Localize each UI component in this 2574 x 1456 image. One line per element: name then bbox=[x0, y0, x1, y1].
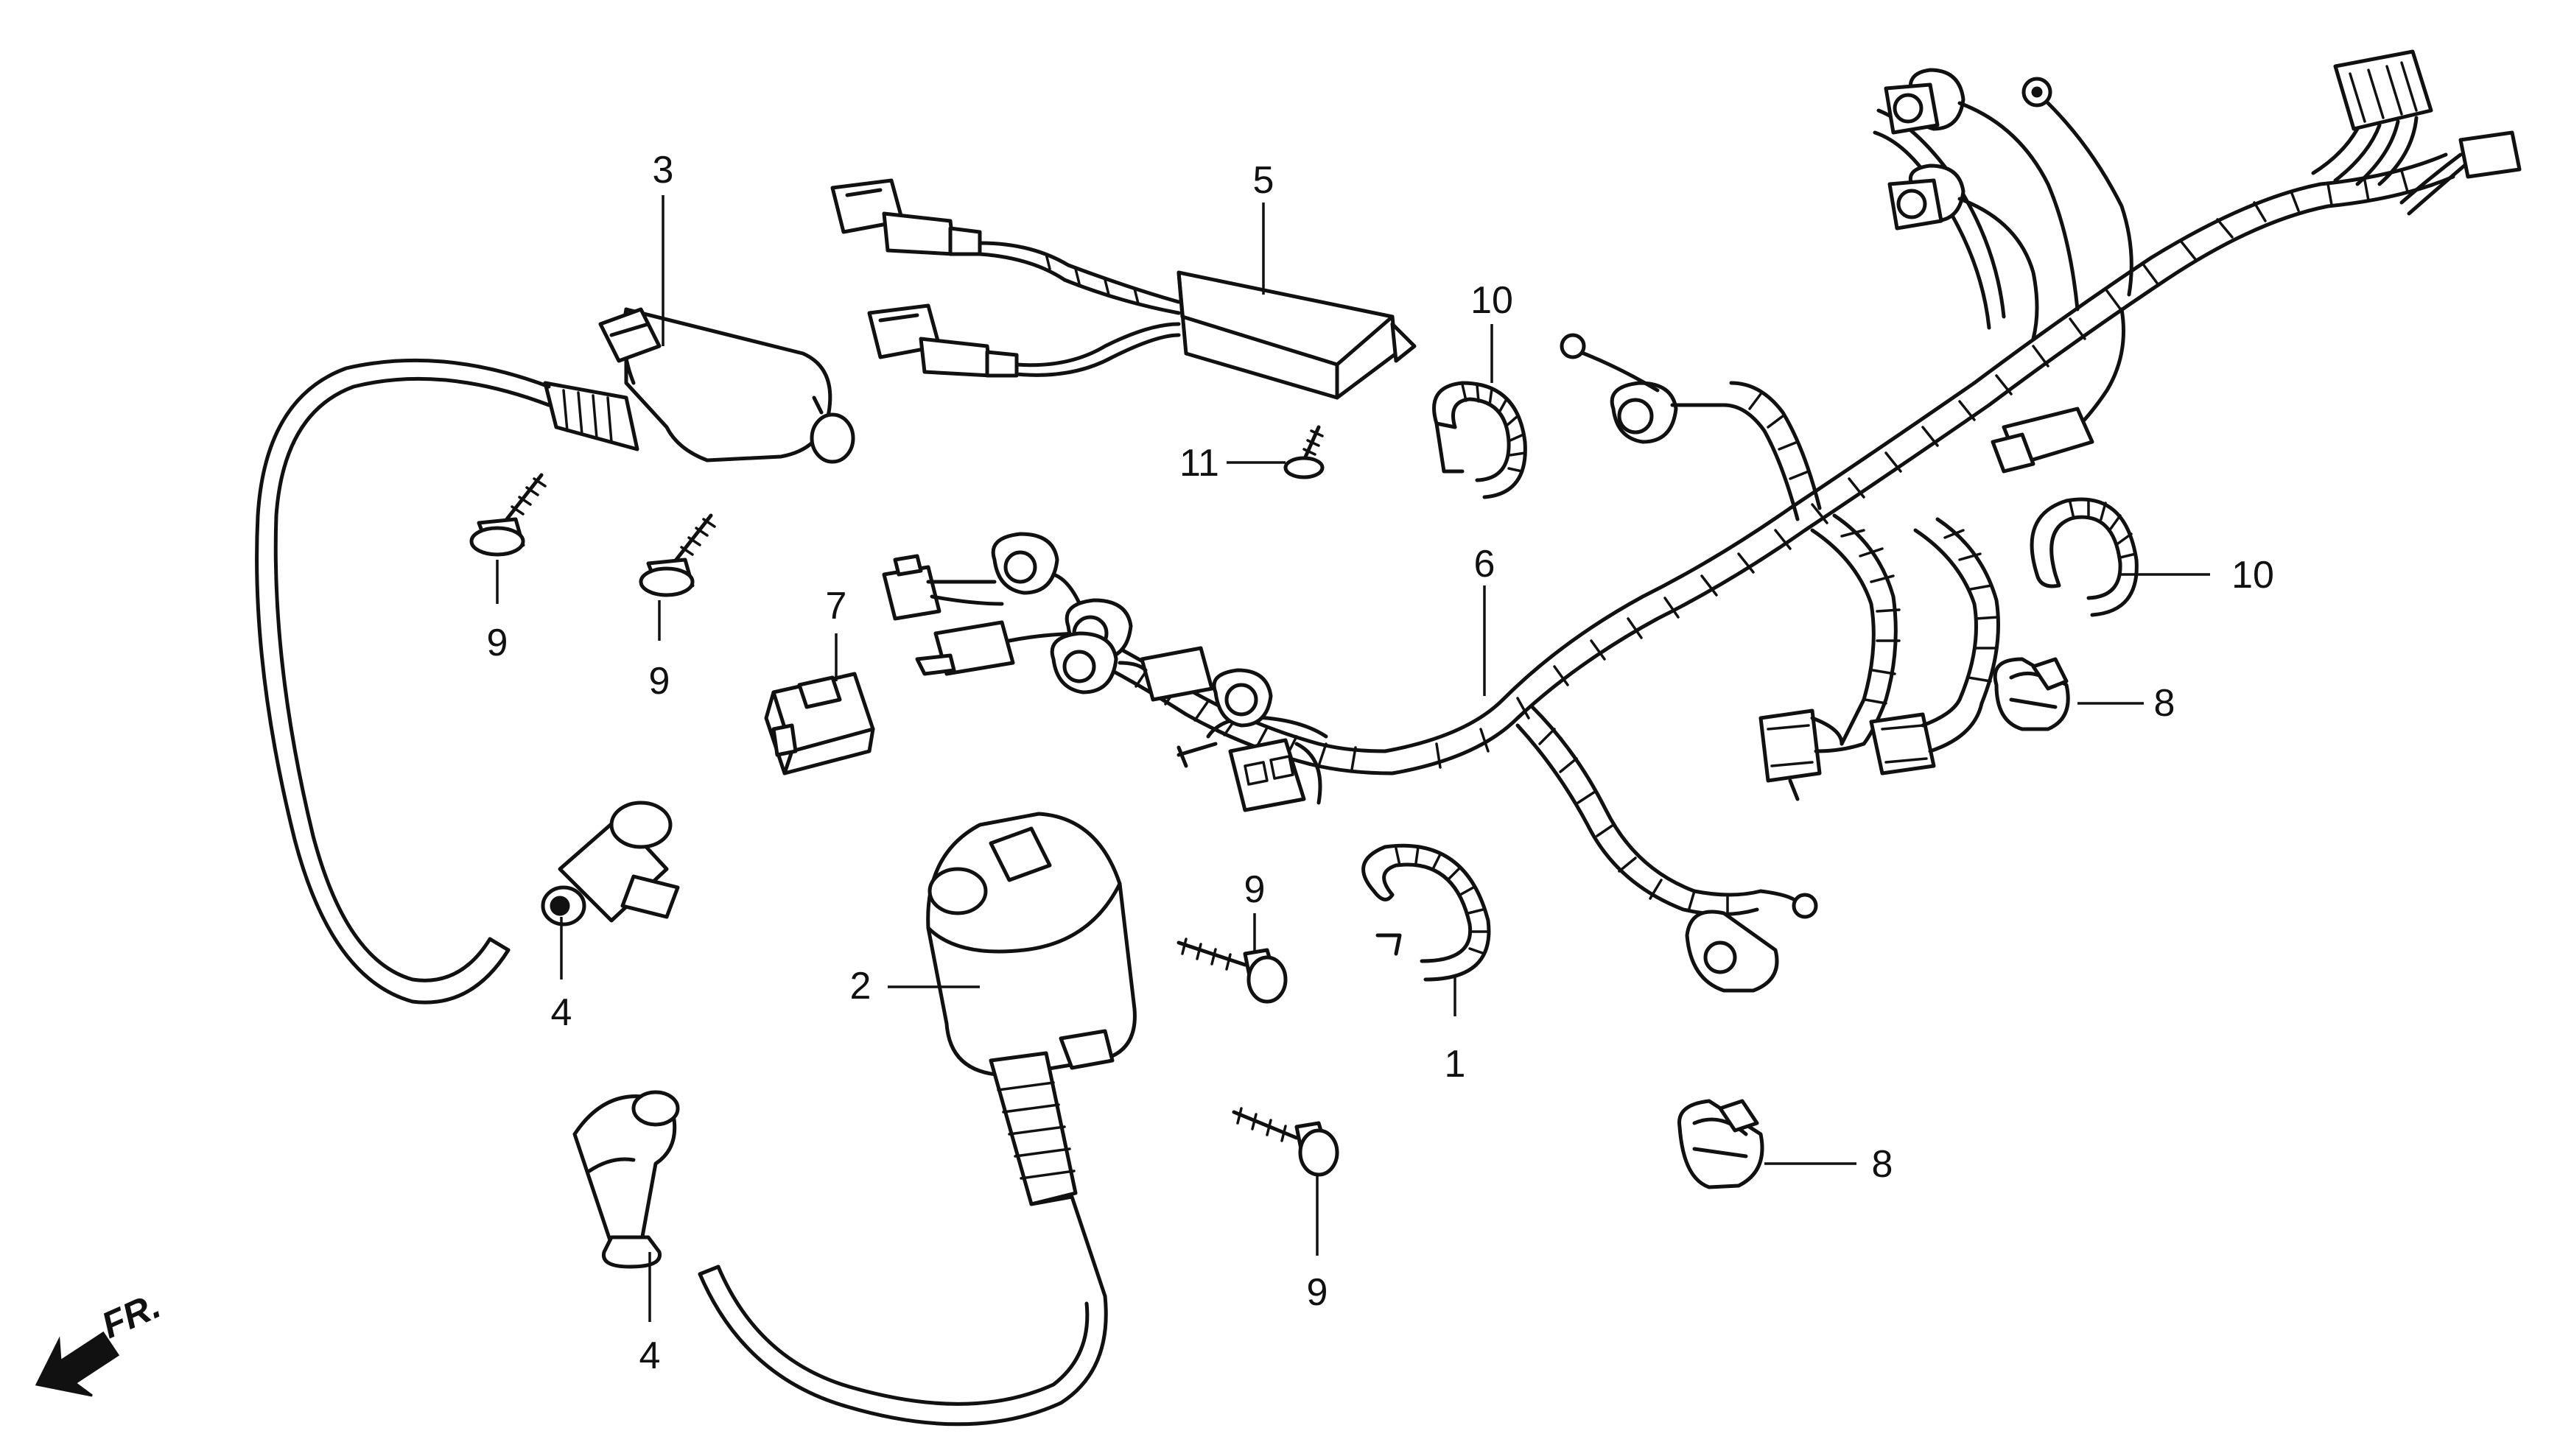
callout-3: 3 bbox=[653, 149, 674, 191]
callout-8-lower: 8 bbox=[1872, 1143, 1893, 1186]
callout-10-upper: 10 bbox=[1470, 279, 1513, 322]
callout-8-upper: 8 bbox=[2154, 682, 2175, 725]
spark-plug-cap-upper bbox=[541, 801, 680, 926]
bolt-9-lower bbox=[1232, 1107, 1339, 1177]
callout-5: 5 bbox=[1253, 159, 1274, 202]
clip-8-upper bbox=[1993, 657, 2070, 731]
bolt-9-upper-left bbox=[469, 473, 547, 557]
bolt-9-upper-right bbox=[639, 513, 716, 597]
ignition-coil-upper bbox=[255, 307, 855, 1005]
callout-11: 11 bbox=[1179, 442, 1219, 485]
callout-4-lower: 4 bbox=[639, 1334, 661, 1377]
callout-4-upper: 4 bbox=[551, 991, 572, 1034]
callout-7: 7 bbox=[826, 585, 847, 627]
ignition-coil-lower bbox=[698, 812, 1137, 1427]
band-1 bbox=[1361, 843, 1491, 982]
leader-lines bbox=[496, 195, 2210, 1322]
spark-plug-cap-lower bbox=[572, 1090, 680, 1269]
callout-9-middle: 9 bbox=[1244, 868, 1266, 911]
callout-9-right: 9 bbox=[649, 660, 670, 703]
callout-2: 2 bbox=[850, 965, 872, 1007]
clip-8-lower bbox=[1677, 1099, 1764, 1189]
band-10-right bbox=[2030, 497, 2139, 617]
band-10-upper bbox=[1432, 381, 1527, 499]
sub-harness-5 bbox=[830, 178, 1417, 400]
callout-9-lower: 9 bbox=[1307, 1271, 1328, 1314]
callout-10-right: 10 bbox=[2231, 554, 2274, 597]
connector-7 bbox=[764, 672, 875, 776]
callout-1: 1 bbox=[1445, 1043, 1466, 1086]
front-direction-arrow: FR. bbox=[35, 1284, 166, 1397]
bolt-9-middle bbox=[1176, 938, 1288, 1004]
main-wire-harness-6 bbox=[882, 49, 2522, 993]
screw-11 bbox=[1283, 425, 1325, 479]
callout-6: 6 bbox=[1474, 543, 1495, 585]
callout-9-left: 9 bbox=[487, 622, 508, 664]
callouts: 1 2 3 4 4 5 6 7 8 8 9 9 9 9 10 10 11 bbox=[487, 149, 2274, 1377]
